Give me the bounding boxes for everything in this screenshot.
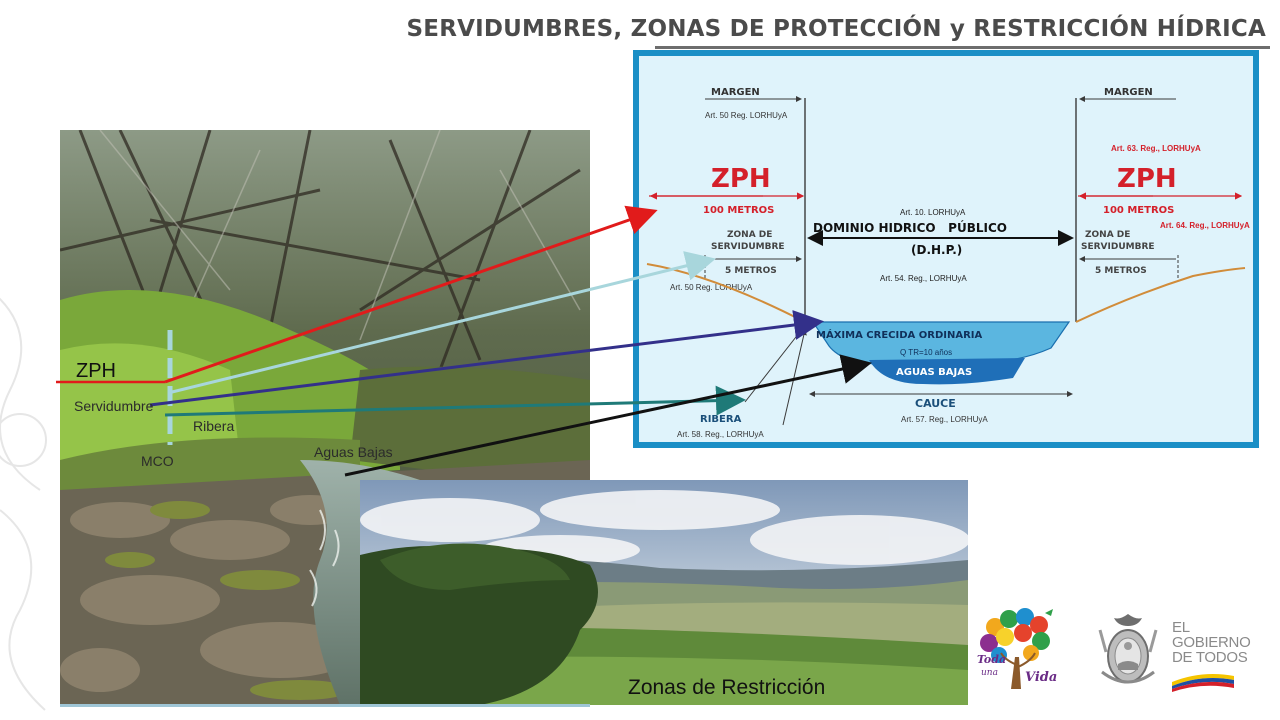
art-64-label: Art. 64. Reg., LORHUyA [1160,221,1250,230]
margen-right-label: MARGEN [1104,87,1153,98]
servidumbre-photo-label: Servidumbre [74,398,154,414]
toda-text: Toda [977,653,1006,666]
zona-serv-right-2: SERVIDUMBRE [1081,242,1155,252]
zonas-restriccion-label: Zonas de Restricción [628,676,826,699]
coat-of-arms-icon [1098,614,1158,684]
zph-left-label: ZPH [711,164,771,194]
cien-metros-left-label: 100 METROS [703,205,774,216]
gob-line-1: EL [1172,619,1190,636]
maxima-crecida-label: MÁXIMA CRECIDA ORDINARIA [816,328,982,341]
zona-serv-right-1: ZONA DE [1085,230,1130,240]
cinco-metros-right-label: 5 METROS [1095,266,1147,276]
art-margen-left-label: Art. 50 Reg. LORHUyA [705,111,788,120]
aguas-bajas-photo-label: Aguas Bajas [314,444,393,460]
art-58-label: Art. 58. Reg., LORHUyA [677,430,764,439]
mco-photo-label: MCO [141,453,174,469]
art-10-label: Art. 10. LORHUyA [900,208,966,217]
el-gobierno-de-todos-logo: EL GOBIERNO DE TODOS [1172,619,1251,666]
cinco-metros-left-label: 5 METROS [725,266,777,276]
zona-serv-left-1: ZONA DE [727,230,772,240]
art-50-serv-label: Art. 50 Reg. LORHUyA [670,283,753,292]
zph-right-label: ZPH [1117,164,1177,194]
zona-serv-left-2: SERVIDUMBRE [711,242,785,252]
cauce-label: CAUCE [915,397,956,410]
art-57-label: Art. 57. Reg., LORHUyA [901,415,988,424]
dhp-label: (D.H.P.) [911,243,962,257]
page-title: SERVIDUMBRES, ZONAS DE PROTECCIÓN y REST… [406,16,1266,42]
art-63-label: Art. 63. Reg., LORHUyA [1111,144,1201,153]
flag-swoosh-icon [1172,674,1234,692]
una-text: una [981,668,998,678]
art-54-label: Art. 54. Reg., LORHUyA [880,274,967,283]
background-emblem-decoration [0,297,47,711]
ribera-photo-label: Ribera [193,418,235,434]
vida-text: Vida [1025,670,1057,685]
zph-photo-label: ZPH [76,360,116,382]
gob-line-2: GOBIERNO [1172,634,1251,651]
cien-metros-right-label: 100 METROS [1103,205,1174,216]
dominio-hidrico-label: DOMINIO HIDRICO PÚBLICO [813,220,1007,235]
margen-left-label: MARGEN [711,87,760,98]
gob-line-3: DE TODOS [1172,649,1248,666]
title-underline [655,46,1270,49]
qtr-label: Q TR=10 años [900,348,952,357]
landscape-photo [360,480,968,705]
aguas-bajas-diagram-label: AGUAS BAJAS [896,367,972,378]
water-protection-diagram: MARGEN Art. 50 Reg. LORHUyA MARGEN Art. … [633,50,1259,448]
ribera-diagram-label: RIBERA [700,414,742,425]
toda-una-vida-logo: Toda una Vida [977,608,1057,689]
bottom-divider [60,704,590,707]
